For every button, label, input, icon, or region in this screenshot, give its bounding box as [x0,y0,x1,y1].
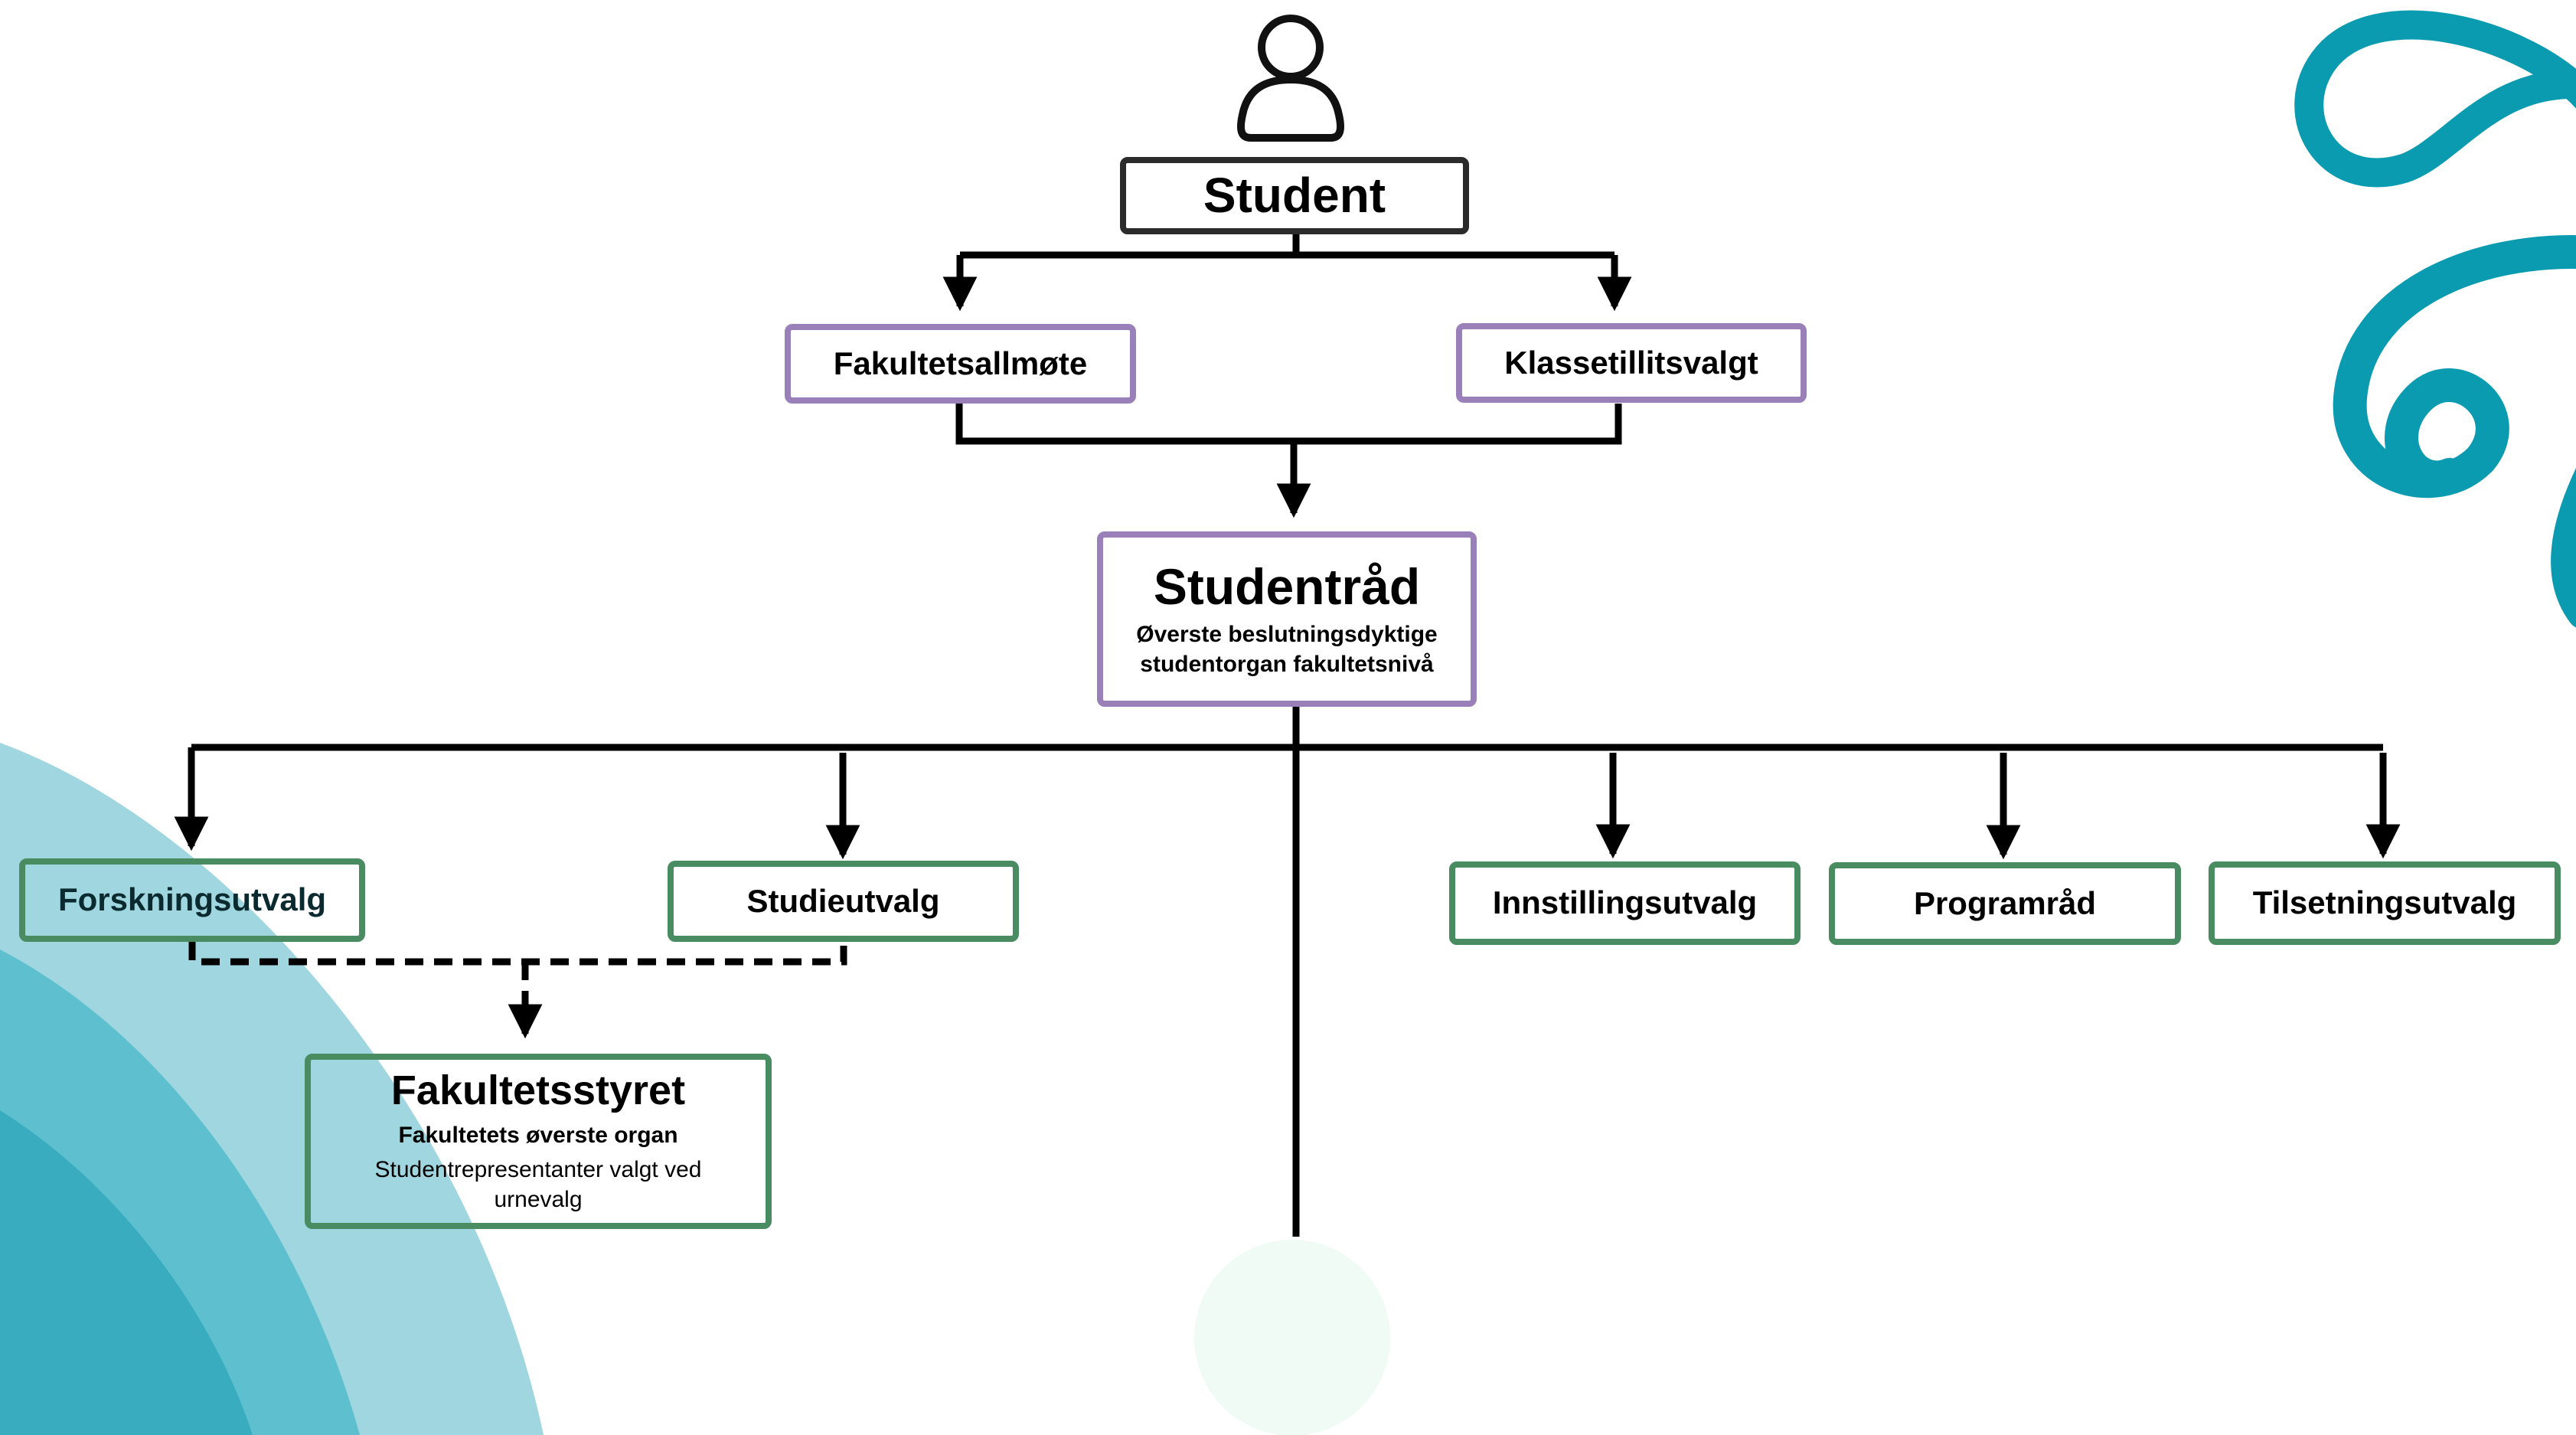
studieutvalg-node: Studieutvalg [668,861,1019,942]
innstillingsutvalg-node: Innstillingsutvalg [1449,861,1801,945]
studentrad-node: Studentråd Øverste beslutningsdyktige st… [1097,531,1477,707]
fakultetsstyret-note-line1: Studentrepresentanter valgt ved [374,1156,702,1182]
forskningsutvalg-label: Forskningsutvalg [57,881,327,918]
innstillingsutvalg-label: Innstillingsutvalg [1492,884,1758,921]
programrad-node: Programråd [1829,862,2181,945]
student-node: Student [1120,157,1469,234]
tilsetningsutvalg-label: Tilsetningsutvalg [2252,884,2517,921]
decorative-circle [1194,1240,1390,1435]
studentrad-description-line1: Øverste beslutningsdyktige [1136,621,1438,647]
programrad-label: Programråd [1913,884,2097,921]
forskningsutvalg-node: Forskningsutvalg [19,858,365,942]
student-label: Student [1203,168,1386,224]
fakultetsallmote-label: Fakultetsallmøte [833,345,1088,381]
fakultetsallmote-node: Fakultetsallmøte [785,324,1136,404]
klassetillitsvalgt-node: Klassetillitsvalgt [1456,323,1807,403]
fakultetsstyret-description: Fakultetets øverste organ [398,1122,678,1148]
studentrad-description-line2: studentorgan fakultetsnivå [1140,651,1434,677]
person-icon [1237,15,1344,142]
tilsetningsutvalg-node: Tilsetningsutvalg [2209,861,2561,945]
studentrad-label: Studentråd [1153,558,1421,616]
teal-swirl-middle [2333,235,2576,628]
connector-level2-bracket [955,404,1622,445]
fakultetsstyret-node: Fakultetsstyret Fakultetets øverste orga… [305,1054,772,1229]
teal-swirl-top [2294,10,2576,188]
fakultetsstyret-label: Fakultetsstyret [390,1067,686,1114]
studieutvalg-label: Studieutvalg [746,882,940,919]
dashed-connector-bracket [188,942,847,966]
teal-arc-dark [0,1110,253,1435]
fakultetsstyret-note-line2: urnevalg [494,1186,583,1212]
klassetillitsvalgt-label: Klassetillitsvalgt [1504,344,1758,381]
